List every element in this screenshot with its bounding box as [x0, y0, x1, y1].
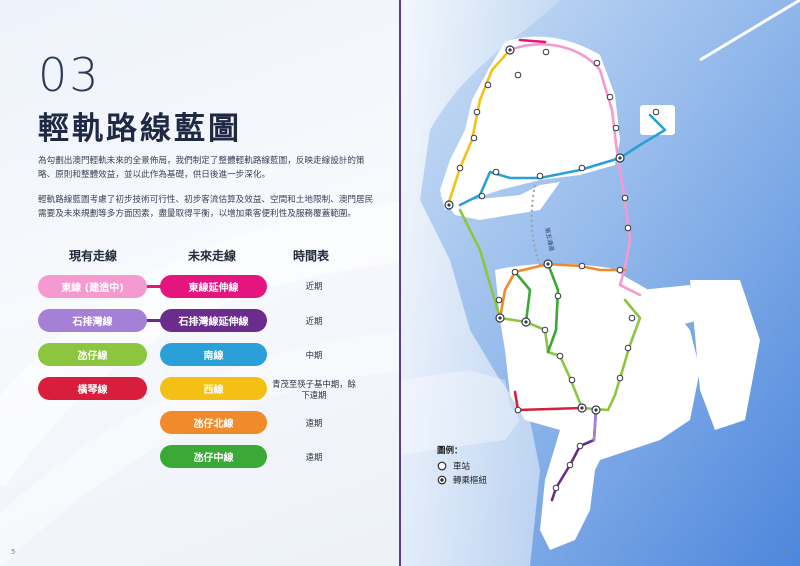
- future-line-pill: 石排灣線延伸線: [160, 309, 267, 332]
- chapter-title: 輕軌路線藍圖: [38, 111, 242, 147]
- schedule-value: 中期: [305, 350, 323, 360]
- schedule-value: 近期: [305, 316, 323, 326]
- south-line-blue: [458, 113, 667, 207]
- right-page: 第五通道: [401, 0, 800, 566]
- west-line-yellow: [446, 48, 512, 207]
- schedule-value: 遠期: [305, 418, 323, 428]
- existing-line-pill: 石排灣線: [38, 309, 147, 332]
- existing-line-pill: 東線 (建造中): [38, 275, 147, 298]
- left-page: 03 輕軌路線藍圖 為勾劃出澳門輕軌未來的全景佈局，我們制定了整體輕軌路線藍圖，…: [0, 0, 399, 566]
- lrt-route-map: 第五通道: [401, 0, 800, 566]
- page-divider: [399, 0, 401, 566]
- interchange-icon: [437, 475, 447, 485]
- future-line-pill: 西線: [160, 377, 267, 400]
- taipa-central-branch: [513, 270, 532, 324]
- chapter-number: 03: [38, 48, 101, 102]
- background-swoosh: [0, 202, 399, 566]
- bridge: [699, 0, 800, 62]
- seac-pai-van-existing: [592, 408, 598, 442]
- page-number-left: 5: [11, 548, 16, 556]
- row-connector: [145, 319, 162, 322]
- existing-line-pill: 橫琴線: [38, 377, 147, 400]
- east-extension: [518, 38, 547, 44]
- future-line-pill: 東線延伸線: [160, 275, 267, 298]
- future-line-pill: 南線: [160, 343, 267, 366]
- future-line-pill: 氹仔北線: [160, 411, 267, 434]
- schedule-value: 青茂至筷子基中期，餘下遠期: [272, 379, 356, 400]
- taipa-central-line: [546, 262, 560, 354]
- schedule-value: 近期: [305, 281, 323, 291]
- header-existing-lines: 現有走線: [69, 249, 118, 263]
- legend-station-label: 車站: [453, 462, 471, 472]
- legend-interchange: 轉乘樞紐: [437, 474, 487, 486]
- interchanges: [444, 45, 625, 415]
- legend-station: 車站: [437, 460, 470, 472]
- row-connector: [145, 285, 162, 288]
- page-number-right: 6: [785, 548, 790, 556]
- intro-paragraph-1: 為勾劃出澳門輕軌未來的全景佈局，我們制定了整體輕軌路線藍圖，反映走線設計的策略、…: [38, 156, 365, 180]
- inner-harbour: [401, 0, 560, 566]
- existing-line-pill: 氹仔線: [38, 343, 147, 366]
- legend-title: 圖例：: [437, 446, 463, 456]
- header-future-lines: 未來走線: [188, 249, 237, 263]
- future-line-pill: 氹仔中線: [160, 445, 267, 468]
- fifth-crossing-dotted: [530, 184, 541, 266]
- schedule-value: 遠期: [305, 452, 323, 462]
- intro-paragraph-2: 輕軌路線藍圖考慮了初步技術可行性、初步客流估算及效益、空間和土地限制、澳門居民需…: [38, 195, 374, 219]
- stations: [456, 48, 660, 492]
- legend-interchange-label: 轉乘樞紐: [453, 476, 488, 486]
- header-schedule: 時間表: [293, 249, 330, 263]
- station-icon: [437, 461, 447, 471]
